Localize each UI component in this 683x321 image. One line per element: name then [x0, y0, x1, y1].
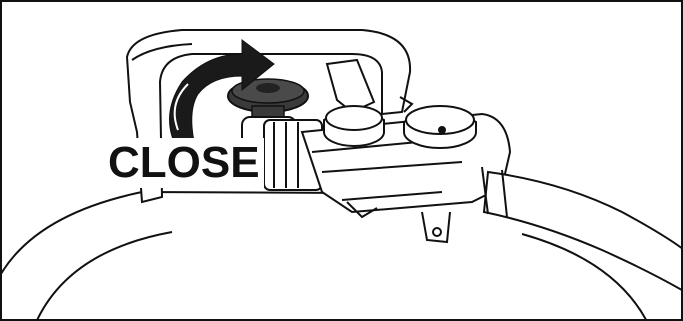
close-instruction-label: CLOSE: [104, 138, 264, 188]
valve-handwheel: [228, 79, 308, 120]
